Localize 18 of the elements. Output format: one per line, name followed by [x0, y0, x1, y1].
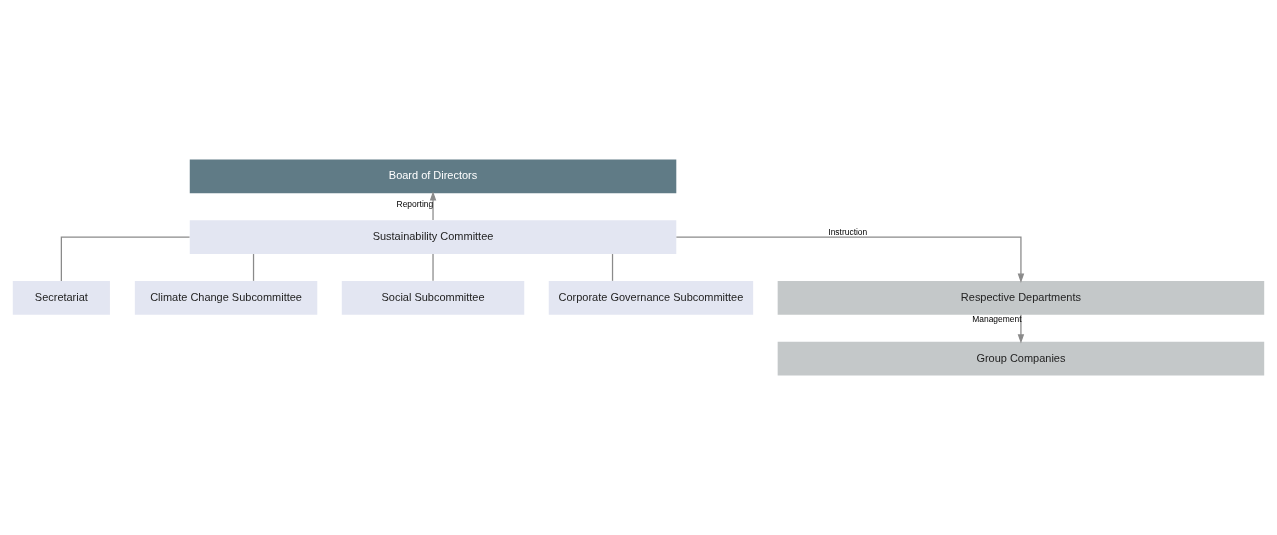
connector	[60, 236, 191, 282]
node-box: Board of Directors	[189, 159, 677, 194]
arrow	[675, 236, 1025, 283]
connector	[252, 253, 255, 282]
node-box: Social Subcommittee	[341, 281, 525, 315]
edge-label: Management	[972, 314, 1022, 325]
node-box: Group Companies	[777, 341, 1265, 376]
node-box: Secretariat	[12, 281, 110, 315]
edge-label: Reporting	[396, 199, 434, 210]
arrow	[1017, 314, 1025, 344]
node-box: Sustainability Committee	[189, 220, 677, 254]
node-box: Corporate Governance Subcommittee	[548, 281, 754, 315]
arrow	[429, 191, 437, 221]
connector	[432, 253, 434, 282]
edge-label: Instruction	[828, 226, 868, 237]
node-box: Climate Change Subcommittee	[134, 281, 318, 315]
node-box: Respective Departments	[777, 281, 1265, 315]
connector	[611, 253, 614, 282]
